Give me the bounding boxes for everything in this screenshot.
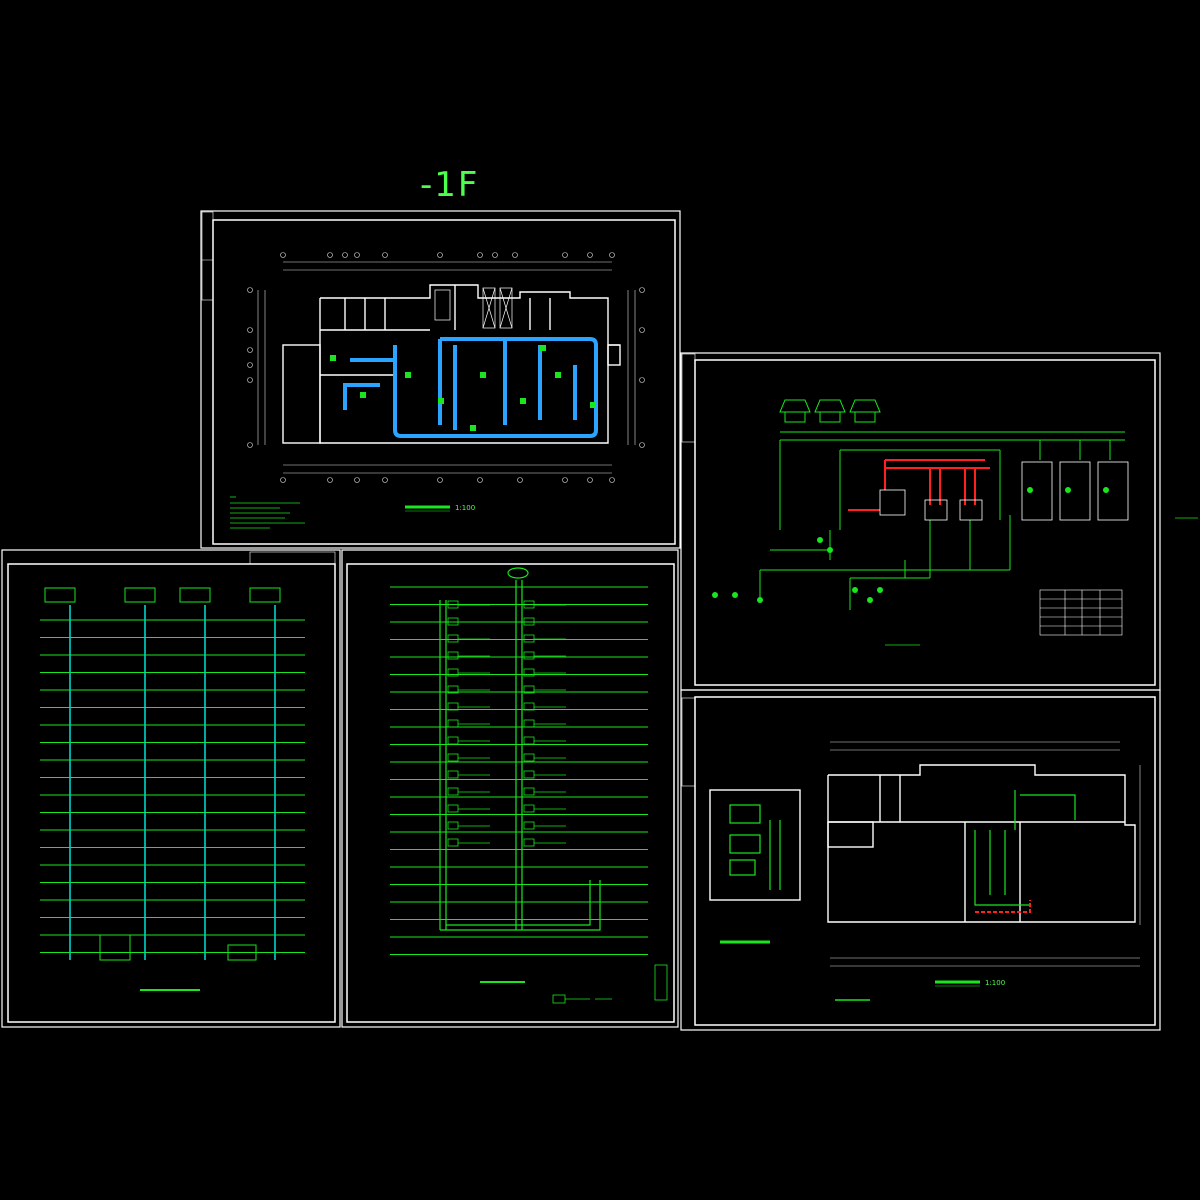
branch-valve [523,804,535,813]
supply-hot-pipes [848,459,990,511]
sheet-3-title: 1:100 [720,940,1005,1001]
chiller-units [879,461,1129,521]
sheet-duct-riser [1,549,341,1028]
supply-duct-loop [343,337,598,438]
branch-valve [523,702,535,711]
floor-level-label: -1F [420,165,480,205]
branch-valve [447,719,459,728]
branch-valve [447,753,459,762]
floor-branches [447,600,566,847]
branch-valve [447,804,459,813]
sheet-1-title: 1:100 [405,504,475,512]
riser-trunks [69,605,276,960]
branch-valve [447,821,459,830]
design-notes [230,496,305,529]
ground-red-pipe [975,900,1031,913]
riser-floor-lines [40,619,305,953]
branch-valve [523,753,535,762]
sheet-plan-basement: 1:100 [200,210,681,549]
branch-valve [523,736,535,745]
branch-valve [523,821,535,830]
branch-valve [447,668,459,677]
branch-valve [523,651,535,660]
branch-valve [447,838,459,847]
branch-valve [523,634,535,643]
branch-valve [523,719,535,728]
water-floor-lines [390,586,648,955]
water-legend [480,964,668,1004]
branch-valve [447,702,459,711]
core-equipment [434,287,513,329]
branch-valve [523,668,535,677]
sheet-plan-ground: 1:100 [680,689,1161,1031]
legend-table [1039,589,1123,636]
branch-valve [447,685,459,694]
water-riser-pipes [439,567,601,931]
riser-fans [44,587,281,961]
ground-ducts [729,790,1076,906]
branch-valve [447,651,459,660]
branch-valve [523,787,535,796]
branch-valve [523,838,535,847]
branch-valve [447,770,459,779]
branch-valve [447,617,459,626]
axis-grid-top [247,252,645,483]
pump-groups [712,487,1109,603]
branch-valve [523,685,535,694]
branch-valve [447,634,459,643]
branch-valve [523,617,535,626]
building-walls [282,284,621,444]
duct-terminals [330,345,596,431]
sheet-chiller-schematic [680,352,1198,691]
sheet-water-riser [341,549,679,1028]
condenser-pipes [759,431,1125,610]
branch-valve [447,600,459,609]
sheet-1-scale: 1:100 [455,504,475,512]
sheet-3-scale: 1:100 [985,979,1005,987]
branch-valve [523,600,535,609]
cooling-towers [779,399,881,423]
ground-walls [709,764,1136,923]
branch-valve [447,787,459,796]
axis-grid-ground [830,741,1141,967]
branch-valve [447,736,459,745]
branch-valve [523,770,535,779]
